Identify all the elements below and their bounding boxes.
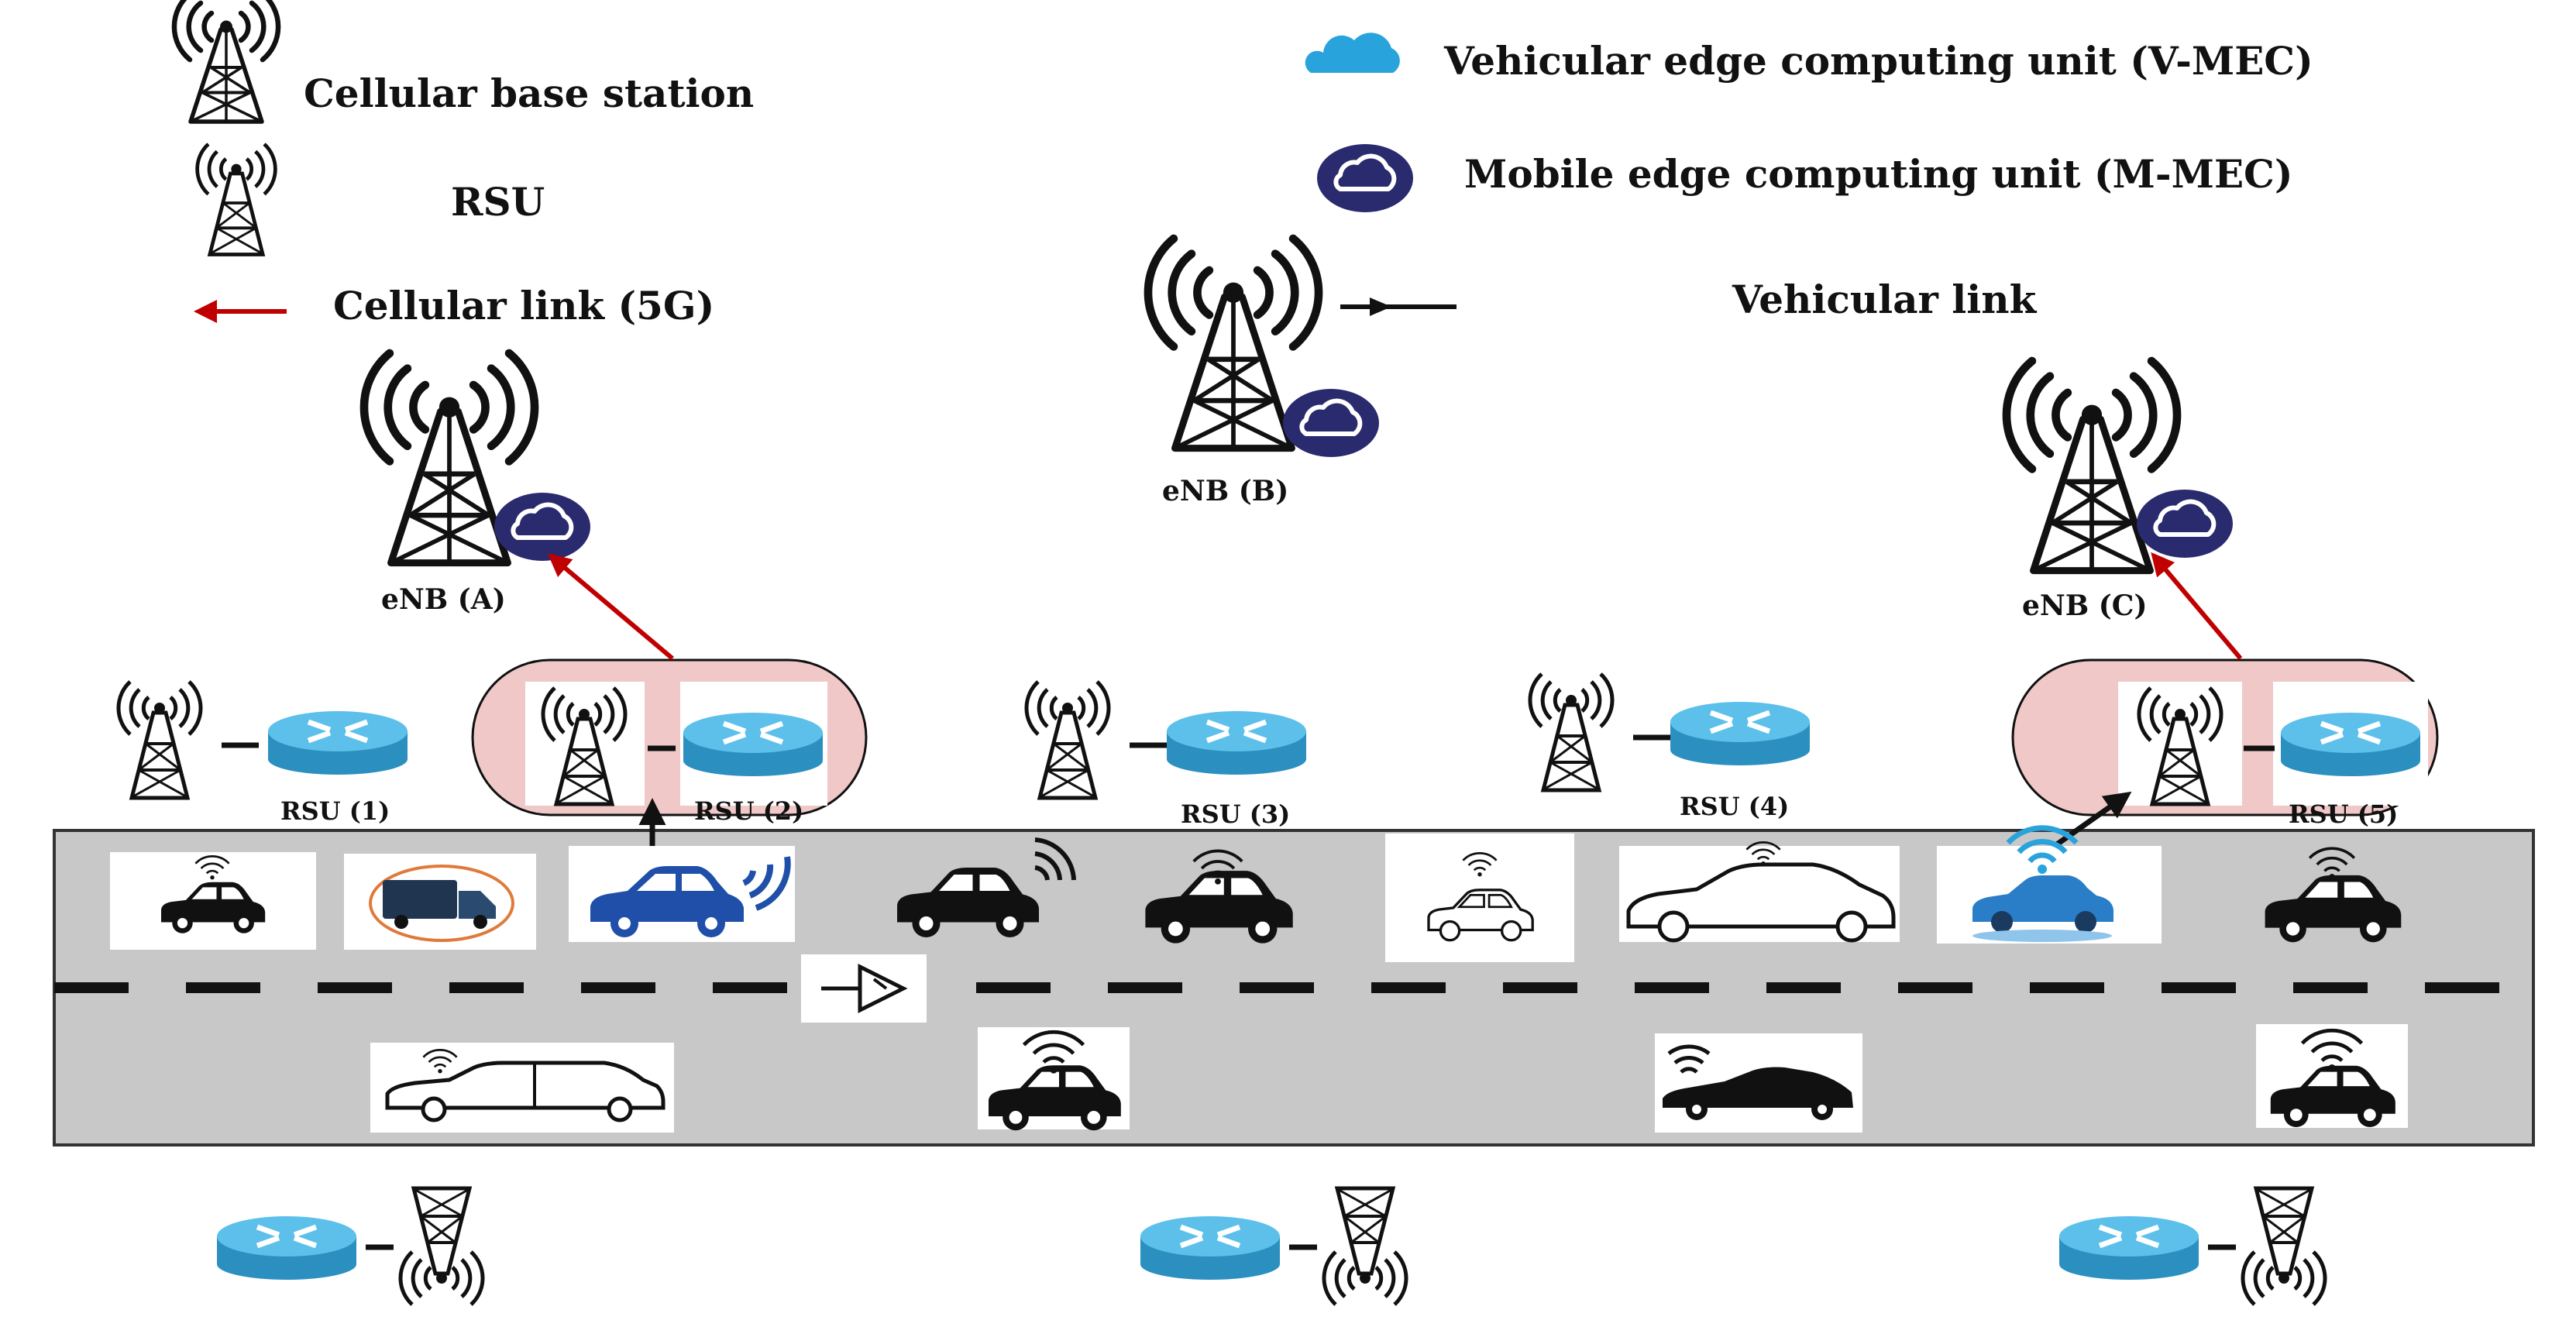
legend-m-mec-label: Mobile edge computing unit (M-MEC) <box>1464 151 2293 197</box>
wifi-icon <box>2006 825 2079 874</box>
router-icon <box>2281 713 2420 776</box>
signal-icon <box>1667 1044 1711 1074</box>
rsu-3: RSU (3) <box>1027 682 1306 829</box>
rsu-label: RSU (3) <box>1181 799 1290 829</box>
rsu-bottom-3 <box>2059 1188 2325 1305</box>
direction-arrow-icon <box>801 954 927 1023</box>
rsu-5: RSU (5) <box>2139 688 2420 829</box>
rsu-label: RSU (2) <box>694 796 803 826</box>
rsu-tower-icon <box>2243 1188 2325 1305</box>
car-icon <box>590 866 744 937</box>
rsu-tower-icon <box>1324 1188 1406 1305</box>
rsu-tower-icon <box>1530 674 1612 790</box>
rsu-tower-icon <box>119 682 201 798</box>
rsu-5-icon-frame <box>2118 682 2242 806</box>
vehicle-1 <box>110 852 316 950</box>
router-icon <box>1670 702 1810 765</box>
legend-v-mec-label: Vehicular edge computing unit (V-MEC) <box>1443 38 2313 84</box>
rsu-tower-icon <box>401 1188 483 1305</box>
m-mec-cloud-icon <box>1283 389 1379 457</box>
vehicular-link-car-to-rsu5 <box>2052 791 2132 848</box>
m-mec-cloud-icon <box>2137 490 2233 558</box>
legend-v-mec-cloud-icon <box>1305 33 1400 73</box>
vehicle-10 <box>370 1043 674 1133</box>
m-mec-cloud-icon <box>494 493 590 561</box>
car-icon <box>1972 875 2113 942</box>
vehicle-13 <box>2256 1024 2408 1128</box>
legend-cellular-base-station-icon <box>174 0 278 122</box>
rsu-label: RSU (1) <box>280 796 390 826</box>
cellular-link-rsu5-to-enb-c <box>2151 552 2243 660</box>
base-station-label: eNB (A) <box>381 583 506 616</box>
signal-icon <box>742 856 791 911</box>
car-icon <box>1663 1067 1853 1120</box>
base-station-a: eNB (A) <box>364 353 590 616</box>
truck-icon <box>369 865 514 942</box>
base-station-label: eNB (C) <box>2022 590 2148 622</box>
vehicle-3 <box>569 846 795 942</box>
base-station-c: eNB (C) <box>2007 361 2233 622</box>
base-station-label: eNB (B) <box>1162 475 1288 507</box>
router-icon <box>217 1216 356 1280</box>
rsu-bottom-2 <box>1140 1188 1406 1305</box>
vehicle-12 <box>1655 1033 1862 1133</box>
legend-cellular-base-station-label: Cellular base station <box>304 70 754 116</box>
vehicle-11 <box>978 1027 1130 1131</box>
router-icon <box>1140 1216 1280 1280</box>
rsu-4: RSU (4) <box>1530 674 1810 821</box>
vehicle-6 <box>1385 834 1574 962</box>
signal-icon <box>1034 837 1076 881</box>
rsu-bottom-1 <box>217 1188 483 1305</box>
vehicle-8 <box>1937 825 2162 944</box>
base-station-b: eNB (B) <box>1148 239 1379 507</box>
vehicle-4 <box>897 837 1076 937</box>
vehicle-7 <box>1619 841 1900 943</box>
router-icon <box>268 711 408 775</box>
router-icon <box>683 713 823 776</box>
car-icon <box>385 1061 665 1122</box>
legend-m-mec-cloud-icon <box>1317 144 1413 212</box>
rsu-1: RSU (1) <box>119 682 408 826</box>
rsu-tower-icon <box>1027 682 1109 798</box>
legend-rsu-label: RSU <box>451 179 545 225</box>
rsu-2: RSU (2) <box>543 688 823 826</box>
rsu-label: RSU (5) <box>2289 799 2398 829</box>
router-icon <box>2059 1216 2199 1280</box>
cellular-link-rsu2-to-enb-a <box>547 553 674 661</box>
legend-vehicular-link-icon <box>1340 297 1457 316</box>
rsu-label: RSU (4) <box>1680 792 1789 821</box>
legend: Cellular base station RSU Cellular link … <box>174 0 2313 328</box>
legend-cellular-link-label: Cellular link (5G) <box>333 283 714 328</box>
vehicle-2 <box>344 854 536 950</box>
legend-rsu-icon <box>198 144 276 255</box>
car-icon <box>1626 862 1896 943</box>
legend-vehicular-link-label: Vehicular link <box>1732 277 2038 322</box>
router-icon <box>1167 711 1306 775</box>
